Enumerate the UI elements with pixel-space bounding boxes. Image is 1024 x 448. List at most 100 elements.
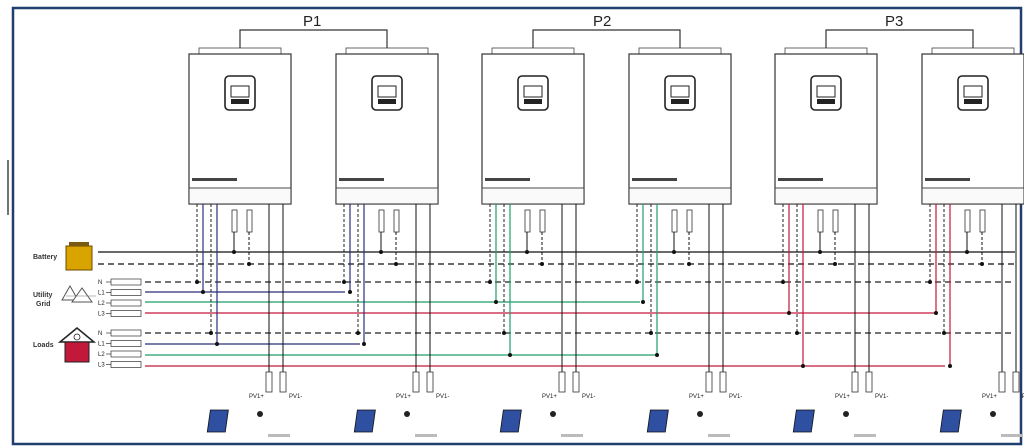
grid-terminal-block xyxy=(110,289,142,296)
pv-connector xyxy=(851,371,859,393)
inverter-unit-6 xyxy=(921,47,1024,205)
junction-dot xyxy=(934,311,938,315)
load-terminal-block xyxy=(110,340,142,347)
pv-connector xyxy=(279,371,287,393)
nameplate-text xyxy=(485,178,530,181)
mounting-bracket xyxy=(491,47,575,55)
inverter-bottom-plate xyxy=(481,187,585,205)
junction-dot xyxy=(948,364,952,368)
pv-plus-label: PV1+ xyxy=(542,394,557,400)
display-screen xyxy=(963,85,983,98)
junction-dot xyxy=(942,331,946,335)
pv-connector xyxy=(719,371,727,393)
solar-label xyxy=(415,434,437,437)
mounting-bracket xyxy=(931,47,1015,55)
junction-dot xyxy=(540,262,544,266)
junction-dot xyxy=(781,280,785,284)
junction-dot xyxy=(362,342,366,346)
junction-dot xyxy=(348,290,352,294)
inverter-bottom-plate xyxy=(628,187,732,205)
junction-dot xyxy=(494,300,498,304)
display-buttons xyxy=(671,99,689,104)
pv-minus-label: PV1- xyxy=(1022,394,1024,400)
phase-label-p3: P3 xyxy=(885,13,904,30)
inverter-unit-2 xyxy=(335,47,439,205)
nameplate-text xyxy=(192,178,237,181)
utility-grid-label-line1: Utility xyxy=(33,292,53,299)
pv-minus-label: PV1- xyxy=(289,394,302,400)
pylon-icon xyxy=(61,284,79,301)
junction-dot xyxy=(488,280,492,284)
junction-dot xyxy=(818,250,822,254)
solar-panel-icon xyxy=(353,409,376,433)
display-screen xyxy=(670,85,690,98)
solar-label xyxy=(854,434,876,437)
nameplate-text xyxy=(339,178,384,181)
mounting-bracket xyxy=(198,47,282,55)
nameplate-text xyxy=(778,178,823,181)
battery-connector xyxy=(817,209,824,233)
pv-plus-label: PV1+ xyxy=(249,394,264,400)
solar-label xyxy=(268,434,290,437)
phase-label-p2: P2 xyxy=(593,13,612,30)
display-buttons xyxy=(378,99,396,104)
inverter-bottom-plate xyxy=(921,187,1024,205)
pv-plus-label: PV1+ xyxy=(982,394,997,400)
pv-connector xyxy=(998,371,1006,393)
pv-connector xyxy=(572,371,580,393)
junction-dot xyxy=(649,331,653,335)
parallel-link-1 xyxy=(239,29,388,48)
inverter-unit-4 xyxy=(628,47,732,205)
load-terminal-label-l2: L2 xyxy=(98,352,105,358)
solar-label xyxy=(1001,434,1023,437)
junction-dot xyxy=(928,280,932,284)
junction-dot xyxy=(215,342,219,346)
pv-connector xyxy=(426,371,434,393)
pv-plus-label: PV1+ xyxy=(835,394,850,400)
solar-panel-icon xyxy=(792,409,815,433)
pv-connector xyxy=(705,371,713,393)
junction-dot xyxy=(833,262,837,266)
sun-icon xyxy=(404,411,410,417)
load-terminal-block xyxy=(110,350,142,358)
grid-terminal-block xyxy=(110,278,142,286)
junction-dot xyxy=(379,250,383,254)
solar-panel-icon xyxy=(939,409,962,433)
battery-connector xyxy=(671,209,678,233)
display-screen xyxy=(523,85,543,98)
battery-connector xyxy=(246,209,253,233)
junction-dot xyxy=(965,250,969,254)
battery-connector xyxy=(378,209,385,233)
junction-dot xyxy=(635,280,639,284)
display-screen xyxy=(230,85,250,98)
utility-grid-icon xyxy=(61,284,93,303)
mounting-bracket xyxy=(345,47,429,55)
grid-terminal-label-l2: L2 xyxy=(98,301,105,307)
grid-terminal-block xyxy=(110,299,142,307)
loads-label: Loads xyxy=(33,342,54,349)
junction-dot xyxy=(980,262,984,266)
junction-dot xyxy=(641,300,645,304)
junction-dot xyxy=(232,250,236,254)
solar-label xyxy=(708,434,730,437)
nameplate-text xyxy=(925,178,970,181)
pv-plus-label: PV1+ xyxy=(396,394,411,400)
sun-icon xyxy=(843,411,849,417)
battery-connector xyxy=(964,209,971,233)
pv-connector xyxy=(558,371,566,393)
junction-dot xyxy=(655,353,659,357)
solar-panel-icon xyxy=(499,409,522,433)
grid-terminal-label-l1: L1 xyxy=(98,291,105,297)
load-terminal-label-l3: L3 xyxy=(98,363,105,369)
pv-connector xyxy=(412,371,420,393)
pv-connector xyxy=(865,371,873,393)
battery-connector xyxy=(686,209,693,233)
display-buttons xyxy=(817,99,835,104)
sun-icon xyxy=(697,411,703,417)
load-terminal-block xyxy=(110,361,142,368)
junction-dot xyxy=(394,262,398,266)
load-terminal-label-n: N xyxy=(98,331,102,337)
grid-terminal-label-l3: L3 xyxy=(98,312,105,318)
